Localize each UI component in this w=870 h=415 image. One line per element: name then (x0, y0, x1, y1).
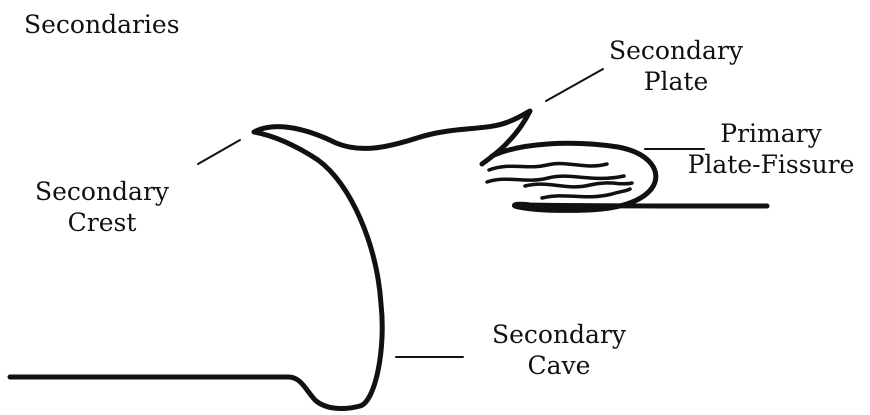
primary-plate-fissure-label-line-2: Plate-Fissure (672, 149, 870, 180)
fissure-line-1 (489, 164, 607, 170)
leader-lines (198, 69, 704, 357)
fissure-line-4 (542, 189, 630, 198)
fissure-lines (487, 164, 632, 198)
secondary-plate-label-line-1: Secondary (604, 35, 748, 66)
primary-plate-fissure-label: Primary Plate-Fissure (672, 118, 870, 180)
secondary-plate-label: Secondary Plate (604, 35, 748, 97)
main-profile-curve (10, 111, 530, 408)
secondary-cave-label-line-2: Cave (476, 350, 642, 381)
secondary-crest-leader (198, 140, 240, 164)
primary-plate-fissure-label-line-1: Primary (672, 118, 870, 149)
fissure-line-3 (525, 183, 632, 187)
secondary-plate-label-line-2: Plate (604, 66, 748, 97)
diagram-title: Secondaries (24, 9, 180, 40)
secondary-crest-label-line-2: Crest (19, 207, 185, 238)
secondary-crest-label: Secondary Crest (19, 176, 185, 238)
secondary-plate-leader (546, 69, 603, 101)
secondary-crest-label-line-1: Secondary (19, 176, 185, 207)
profile-outline (10, 111, 767, 408)
secondary-cave-label-line-1: Secondary (476, 319, 642, 350)
fissure-line-2 (487, 176, 624, 182)
secondary-cave-label: Secondary Cave (476, 319, 642, 381)
